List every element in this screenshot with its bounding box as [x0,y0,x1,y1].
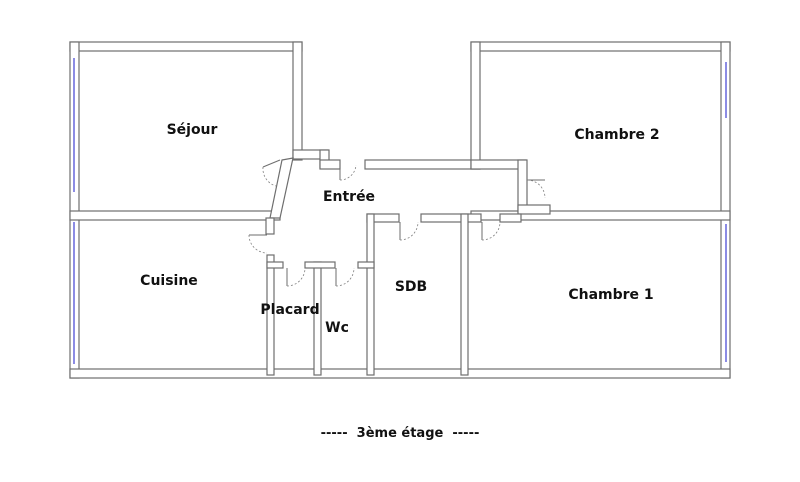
room-label-placard: Placard [260,302,319,318]
floor-caption: ----- 3ème étage ----- [321,426,480,441]
windows [73,58,727,364]
room-label-entree: Entrée [323,189,375,205]
walls [69,41,731,379]
door-sdb [399,221,419,241]
room-labels: Séjour Chambre 2 Entrée Cuisine SDB Cham… [140,122,659,336]
room-label-cuisine: Cuisine [140,273,198,289]
room-label-chambre2: Chambre 2 [574,127,659,143]
doors [248,159,546,287]
room-label-wc: Wc [325,320,349,336]
door-cuisine [248,234,268,254]
door-entree-main [262,159,281,187]
door-wc [335,267,355,287]
door-chambre2 [526,179,546,199]
room-label-sejour: Séjour [167,122,218,138]
door-sejour [339,164,357,181]
room-label-sdb: SDB [395,279,427,295]
room-label-chambre1: Chambre 1 [568,287,653,303]
door-chambre1 [481,221,501,241]
door-placard [286,267,306,287]
